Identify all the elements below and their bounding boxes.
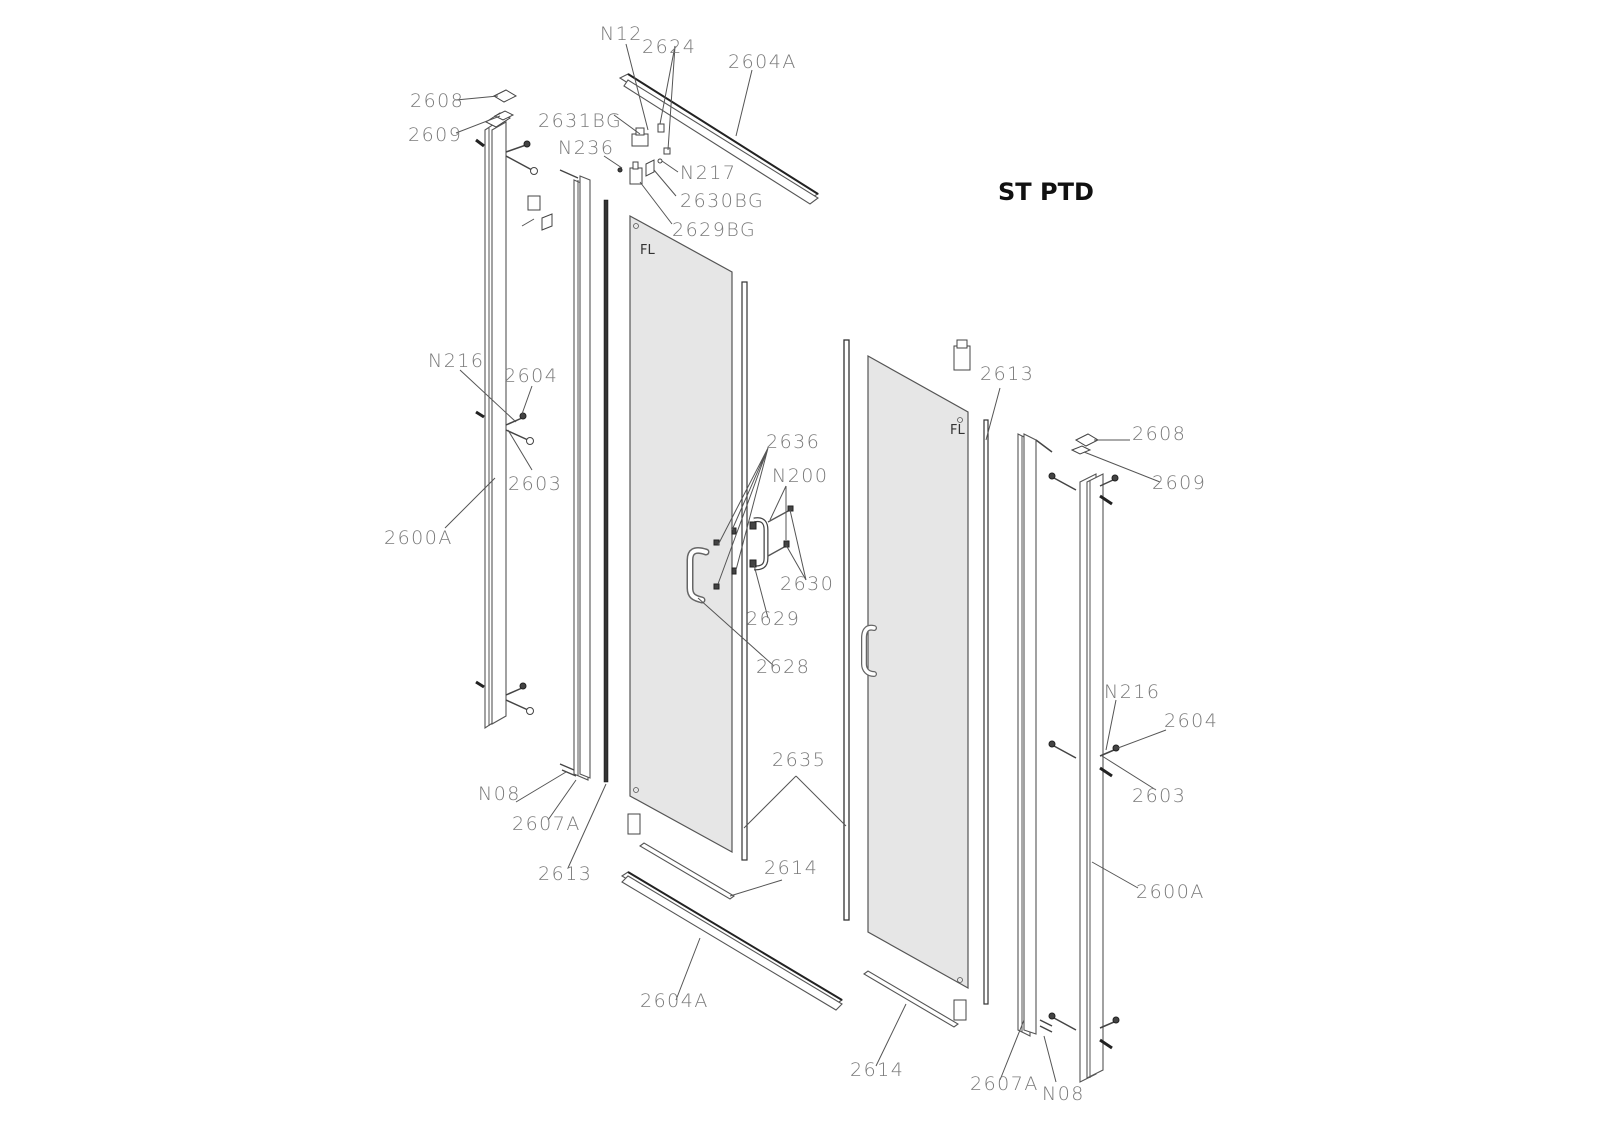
right-end-cap-2609 xyxy=(1070,445,1092,455)
label-2608-right: 2608 xyxy=(1132,423,1186,445)
top-hinge-2631bg xyxy=(631,123,671,155)
leader-lines xyxy=(444,43,1167,1083)
left-inner-profile-2607a xyxy=(559,169,591,781)
right-profile-screws xyxy=(1048,472,1120,1050)
right-seal-2613 xyxy=(983,419,989,1005)
left-end-cap-2608 xyxy=(492,89,518,103)
label-2628: 2628 xyxy=(756,656,810,678)
label-n216-right: N216 xyxy=(1104,681,1160,703)
label-2614-right: 2614 xyxy=(850,1059,904,1081)
label-2604-left: 2604 xyxy=(504,365,558,387)
label-2630: 2630 xyxy=(780,573,834,595)
left-seal-2613 xyxy=(603,199,609,783)
right-top-hinge-block xyxy=(953,339,971,371)
plate-2630bg xyxy=(645,158,663,177)
label-2629bg: 2629BG xyxy=(672,219,756,241)
label-2600a-left: 2600A xyxy=(384,527,453,549)
label-2600a-right: 2600A xyxy=(1136,881,1205,903)
label-n08-right: N08 xyxy=(1042,1083,1085,1105)
label-n200: N200 xyxy=(772,465,828,487)
label-n08-left: N08 xyxy=(478,783,521,805)
label-2635: 2635 xyxy=(772,749,826,771)
right-door-handle xyxy=(861,624,877,677)
label-n236: N236 xyxy=(558,137,614,159)
right-wall-profile-2600a xyxy=(1079,473,1104,1083)
glass-mark-left: FL xyxy=(640,243,655,258)
label-2614-left: 2614 xyxy=(764,857,818,879)
pivot-2629bg xyxy=(617,161,643,185)
right-bottom-seal-2614 xyxy=(863,970,967,1028)
label-2613-right: 2613 xyxy=(980,363,1034,385)
label-2630bg: 2630BG xyxy=(680,190,764,212)
label-n217: N217 xyxy=(680,162,736,184)
label-2609-right: 2609 xyxy=(1152,472,1206,494)
label-n12: N12 xyxy=(600,23,643,45)
label-2607a-right: 2607A xyxy=(970,1073,1039,1095)
label-2631bg: 2631BG xyxy=(538,110,622,132)
right-inner-profile-2607a xyxy=(1017,433,1053,1037)
glass-mark-right: FL xyxy=(950,423,965,438)
label-2604a-top: 2604A xyxy=(728,51,797,73)
label-2613-left: 2613 xyxy=(538,863,592,885)
bottom-rail-2604a xyxy=(620,871,844,1011)
label-2604-right: 2604 xyxy=(1164,710,1218,732)
label-2604a-bottom: 2604A xyxy=(640,990,709,1012)
left-glass-panel: FL xyxy=(629,214,733,854)
left-wall-profile-2600a xyxy=(484,112,512,730)
left-small-bracket xyxy=(521,195,553,231)
label-2629: 2629 xyxy=(746,608,800,630)
label-n216-left: N216 xyxy=(428,350,484,372)
label-2624: 2624 xyxy=(642,36,696,58)
label-2603-right: 2603 xyxy=(1132,785,1186,807)
knob-handle-2629 xyxy=(731,505,794,575)
left-profile-screws xyxy=(475,138,538,715)
label-2603-left: 2603 xyxy=(508,473,562,495)
right-glass-panel: FL xyxy=(867,354,969,990)
left-closing-profile-2635 xyxy=(741,281,748,861)
label-2636: 2636 xyxy=(766,431,820,453)
left-end-cap-2609 xyxy=(493,110,515,121)
top-rail-2604a xyxy=(618,73,820,205)
label-2607a-left: 2607A xyxy=(512,813,581,835)
label-2609-left: 2609 xyxy=(408,124,462,146)
label-2608-left: 2608 xyxy=(410,90,464,112)
left-bottom-seal-2614 xyxy=(627,813,735,900)
diagram-title: ST PTD xyxy=(998,178,1094,206)
center-closing-profile-2635 xyxy=(843,339,850,921)
